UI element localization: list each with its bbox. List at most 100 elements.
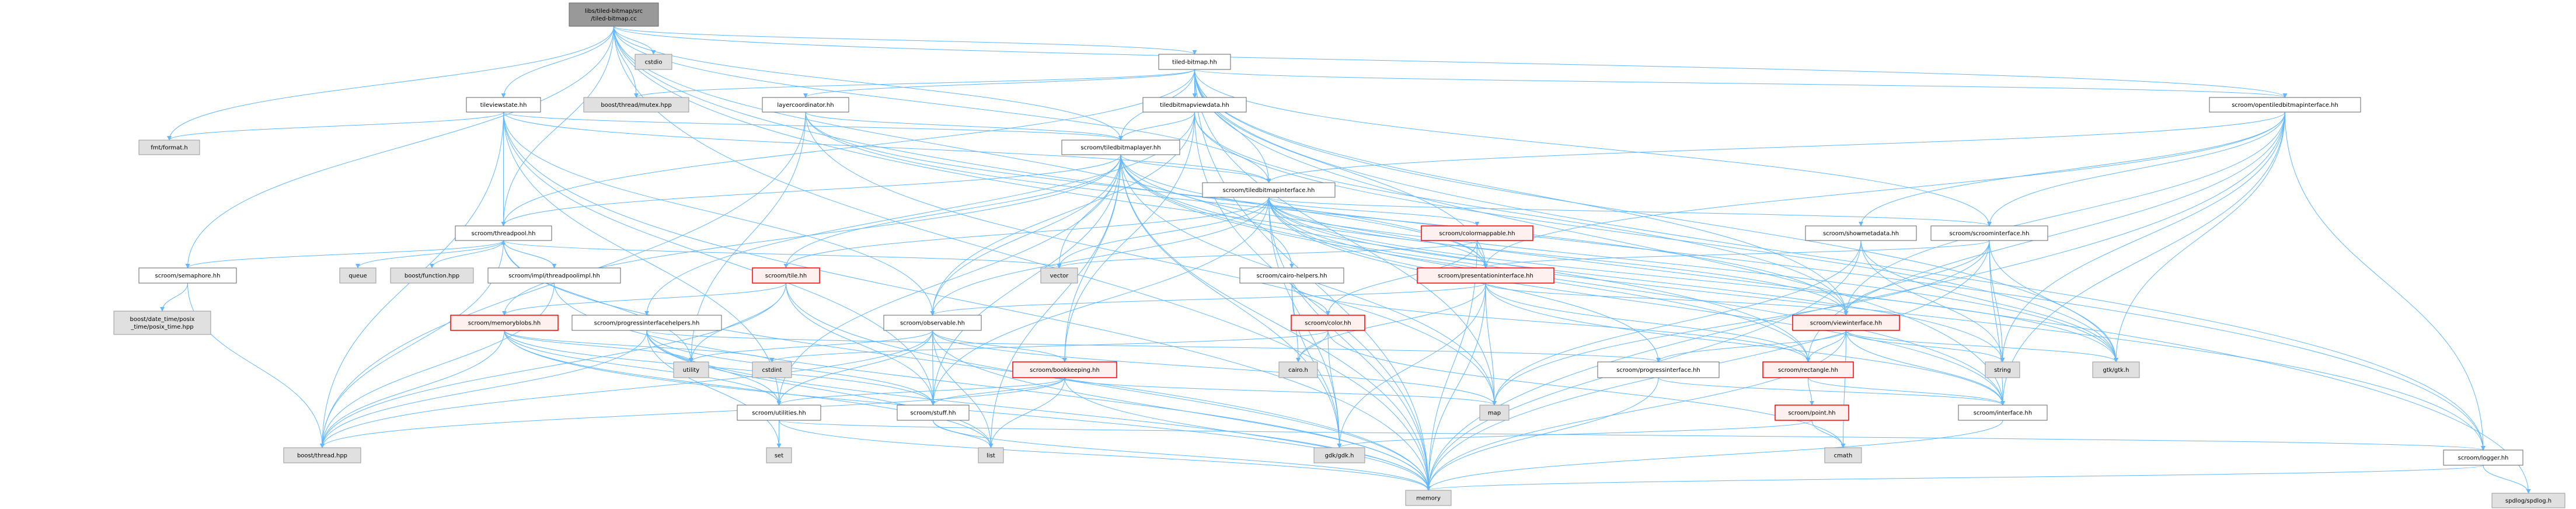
node-tbi[interactable]: scroom/tiledbitmapinterface.hh (1202, 182, 1336, 198)
node-vector[interactable]: vector (1040, 267, 1078, 284)
node-colormappable[interactable]: scroom/colormappable.hh (1421, 225, 1533, 241)
edge-colormappable-to-color (1326, 240, 1477, 316)
edge-progressinterface-to-interface (1658, 377, 2005, 406)
node-utilities[interactable]: scroom/utilities.hh (737, 405, 821, 421)
edge-tiledbitmap_hh-to-mutex (634, 69, 1195, 98)
node-spdlog[interactable]: spdlog/spdlog.h (2491, 493, 2565, 508)
node-point[interactable]: scroom/point.hh (1775, 405, 1849, 421)
node-label: scroom/impl/threadpoolimpl.hh (508, 273, 600, 280)
node-box (1421, 225, 1533, 241)
edge-scroominterface-to-string (1989, 240, 2005, 362)
edge-tbi-to-scroominterface (1268, 197, 1992, 226)
node-memoryblobs[interactable]: scroom/memoryblobs.hh (450, 315, 559, 331)
node-box (1158, 54, 1231, 70)
node-cairohelpers[interactable]: scroom/cairo-helpers.hh (1239, 267, 1344, 284)
edge-logger-to-spdlog (2483, 465, 2531, 494)
edge-memoryblobs-to-utilities (504, 330, 782, 406)
node-mutex[interactable]: boost/thread/mutex.hpp (583, 97, 689, 113)
node-presentation[interactable]: scroom/presentationinterface.hh (1417, 267, 1554, 284)
edge-threadpool-to-utility (503, 240, 693, 362)
node-box (1061, 140, 1180, 155)
node-pihelpers[interactable]: scroom/progressinterfacehelpers.hh (571, 315, 722, 331)
node-gdk[interactable]: gdk/gdk.h (1313, 447, 1365, 463)
node-progressinterface[interactable]: scroom/progressinterface.hh (1597, 361, 1720, 378)
node-box (1958, 405, 2048, 421)
edge-observable-to-list (932, 330, 994, 448)
node-label: scroom/scroominterface.hh (1950, 231, 2030, 237)
edge-layercoordinator-to-viewinterface (805, 111, 1849, 316)
node-box (883, 315, 982, 331)
node-label: scroom/memoryblobs.hh (468, 320, 541, 327)
edge-threadpool-to-queue (355, 240, 504, 269)
edge-presentation-to-viewinterface (1485, 283, 1849, 316)
edge-logger-to-memory (1426, 465, 2484, 491)
node-utility[interactable]: utility (673, 361, 709, 378)
node-memory[interactable]: memory (1405, 490, 1452, 506)
edge-tbi-to-colormappable (1268, 197, 1480, 226)
edge-threadpool-to-function (430, 240, 504, 269)
node-semaphore[interactable]: scroom/semaphore.hh (138, 267, 237, 284)
node-label: scroom/viewinterface.hh (1810, 320, 1882, 327)
node-label: scroom/rectangle.hh (1778, 367, 1838, 374)
node-cmath[interactable]: cmath (1824, 447, 1862, 463)
node-logger[interactable]: scroom/logger.hh (2443, 449, 2523, 466)
node-label: boost/thread/mutex.hpp (601, 102, 671, 109)
node-string[interactable]: string (1985, 361, 2020, 378)
node-list[interactable]: list (978, 447, 1004, 463)
node-function[interactable]: boost/function.hpp (390, 267, 474, 284)
node-label: scroom/tile.hh (765, 273, 807, 280)
node-root[interactable]: libs/tiled-bitmap/src/tiled-bitmap.cc (569, 2, 659, 27)
node-scroominterface[interactable]: scroom/scroominterface.hh (1930, 225, 2048, 241)
edge-opentiled-to-gtk (2114, 111, 2285, 362)
edge-scroominterface-to-map (1492, 240, 1990, 406)
edge-presentation-to-map (1485, 283, 1497, 406)
node-boostthread[interactable]: boost/thread.hpp (283, 447, 361, 463)
edge-presentation-to-interface (1485, 283, 2005, 406)
node-tiledbitmap_hh[interactable]: tiled-bitmap.hh (1158, 54, 1231, 70)
edge-cairohelpers-to-rectangle (1291, 283, 1811, 362)
node-label: libs/tiled-bitmap/src (585, 8, 643, 15)
node-map[interactable]: map (1479, 405, 1510, 421)
node-queue[interactable]: queue (339, 267, 377, 284)
edge-bookkeeping-to-memory (1064, 377, 1431, 491)
node-viewinterface[interactable]: scroom/viewinterface.hh (1792, 315, 1900, 331)
node-gtk[interactable]: gtk/gtk.h (2092, 361, 2140, 378)
node-color[interactable]: scroom/color.hh (1291, 315, 1365, 331)
node-showmetadata[interactable]: scroom/showmetadata.hh (1805, 225, 1917, 241)
node-viewdata[interactable]: tiledbitmapviewdata.hh (1142, 97, 1247, 113)
edge-observable-to-boostthread (320, 330, 933, 448)
node-interface[interactable]: scroom/interface.hh (1958, 405, 2048, 421)
node-label: cstdint (762, 367, 782, 374)
node-label: utility (683, 367, 700, 374)
node-box (138, 140, 200, 155)
node-label: fmt/format.h (151, 145, 187, 151)
node-layercoordinator[interactable]: layercoordinator.hh (762, 97, 849, 113)
node-box (283, 447, 361, 463)
edge-tileviewstate-to-memory (503, 111, 1431, 491)
node-observable[interactable]: scroom/observable.hh (883, 315, 982, 331)
node-cstdint[interactable]: cstdint (752, 361, 792, 378)
node-bookkeeping[interactable]: scroom/bookkeeping.hh (1012, 361, 1117, 378)
node-label: scroom/tiledbitmaplayer.hh (1080, 145, 1160, 151)
edge-showmetadata-to-string (1860, 240, 2005, 362)
edge-pihelpers-to-list (646, 330, 994, 448)
node-set[interactable]: set (766, 447, 792, 463)
edge-viewinterface-to-rectangle (1805, 330, 1846, 362)
node-threadpool[interactable]: scroom/threadpool.hh (455, 225, 552, 241)
node-opentiled[interactable]: scroom/opentiledbitmapinterface.hh (2209, 97, 2361, 113)
node-threadpoolimpl[interactable]: scroom/impl/threadpoolimpl.hh (487, 267, 621, 284)
node-box (737, 405, 821, 421)
node-datetime[interactable]: boost/date_time/posix_time/posix_time.hp… (113, 311, 211, 335)
node-tile[interactable]: scroom/tile.hh (752, 267, 820, 284)
node-tileviewstate[interactable]: tileviewstate.hh (466, 97, 541, 113)
node-rectangle[interactable]: scroom/rectangle.hh (1762, 361, 1854, 378)
node-label: scroom/utilities.hh (752, 410, 806, 417)
node-fmt[interactable]: fmt/format.h (138, 140, 200, 155)
node-tbl[interactable]: scroom/tiledbitmaplayer.hh (1061, 140, 1180, 155)
node-box (113, 311, 211, 335)
node-label: /tiled-bitmap.cc (591, 16, 636, 22)
node-cstdio[interactable]: cstdio (635, 54, 672, 70)
node-label: gtk/gtk.h (2103, 367, 2129, 374)
node-cairo[interactable]: cairo.h (1278, 361, 1318, 378)
node-stuff[interactable]: scroom/stuff.hh (897, 405, 970, 421)
